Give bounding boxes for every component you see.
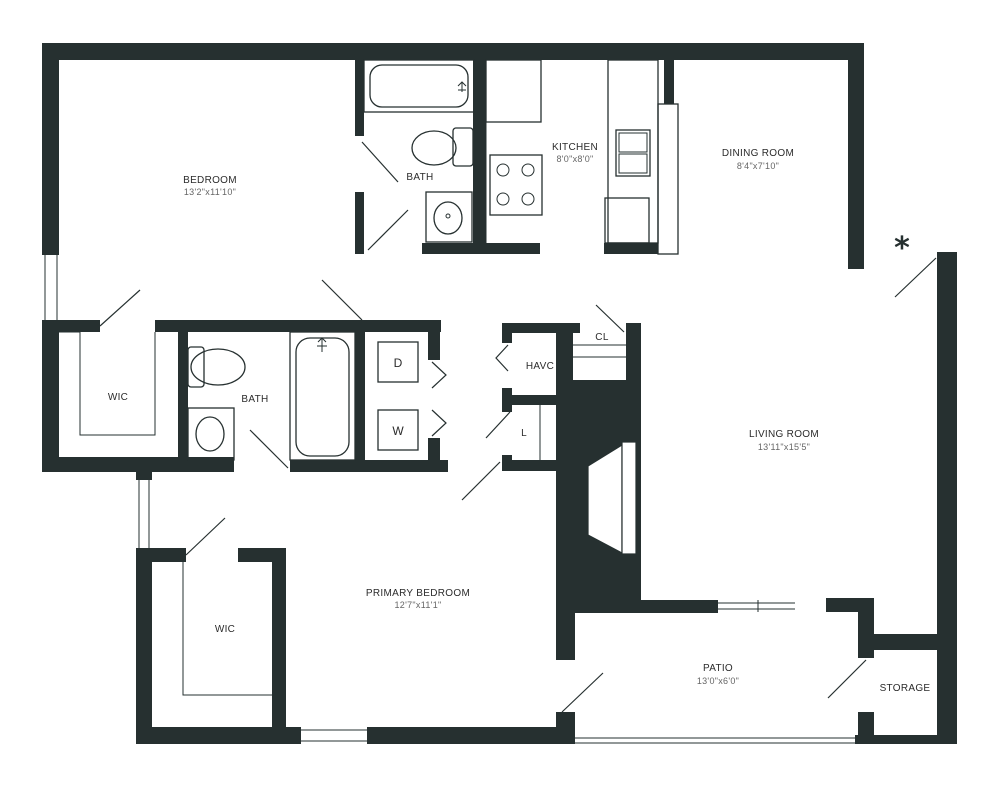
bath-upper-name: BATH bbox=[406, 172, 433, 183]
kitchen-size: 8'0"x8'0" bbox=[556, 154, 593, 164]
living-size: 13'11"x15'5" bbox=[758, 442, 810, 452]
bath-lower-name: BATH bbox=[241, 394, 268, 405]
washer-label: W bbox=[392, 424, 404, 438]
havc-label: HAVC bbox=[526, 361, 554, 372]
bedroom-size: 13'2"x11'10" bbox=[184, 187, 236, 197]
bedroom-name: BEDROOM bbox=[183, 175, 237, 186]
dining-size: 8'4"x7'10" bbox=[737, 161, 779, 171]
doors bbox=[99, 141, 937, 713]
windows bbox=[44, 255, 855, 744]
wic-upper-name: WIC bbox=[108, 392, 128, 403]
walls bbox=[42, 43, 957, 744]
patio-size: 13'0"x6'0" bbox=[697, 676, 739, 686]
room-labels: BEDROOM 13'2"x11'10" BATH KITCHEN 8'0"x8… bbox=[108, 142, 931, 694]
kitchen-name: KITCHEN bbox=[552, 142, 598, 153]
living-name: LIVING ROOM bbox=[749, 429, 819, 440]
fireplace bbox=[587, 441, 637, 555]
storage-name: STORAGE bbox=[880, 683, 931, 694]
primary-name: PRIMARY BEDROOM bbox=[366, 588, 470, 599]
fixtures bbox=[59, 59, 679, 696]
patio-name: PATIO bbox=[703, 663, 733, 674]
linen-label: L bbox=[521, 428, 527, 439]
primary-size: 12'7"x11'1" bbox=[395, 600, 442, 610]
dining-name: DINING ROOM bbox=[722, 148, 794, 159]
cl-label: CL bbox=[595, 332, 609, 343]
dryer-label: D bbox=[394, 356, 403, 370]
wic-lower-name: WIC bbox=[215, 624, 235, 635]
entry-marker: * bbox=[894, 231, 910, 266]
